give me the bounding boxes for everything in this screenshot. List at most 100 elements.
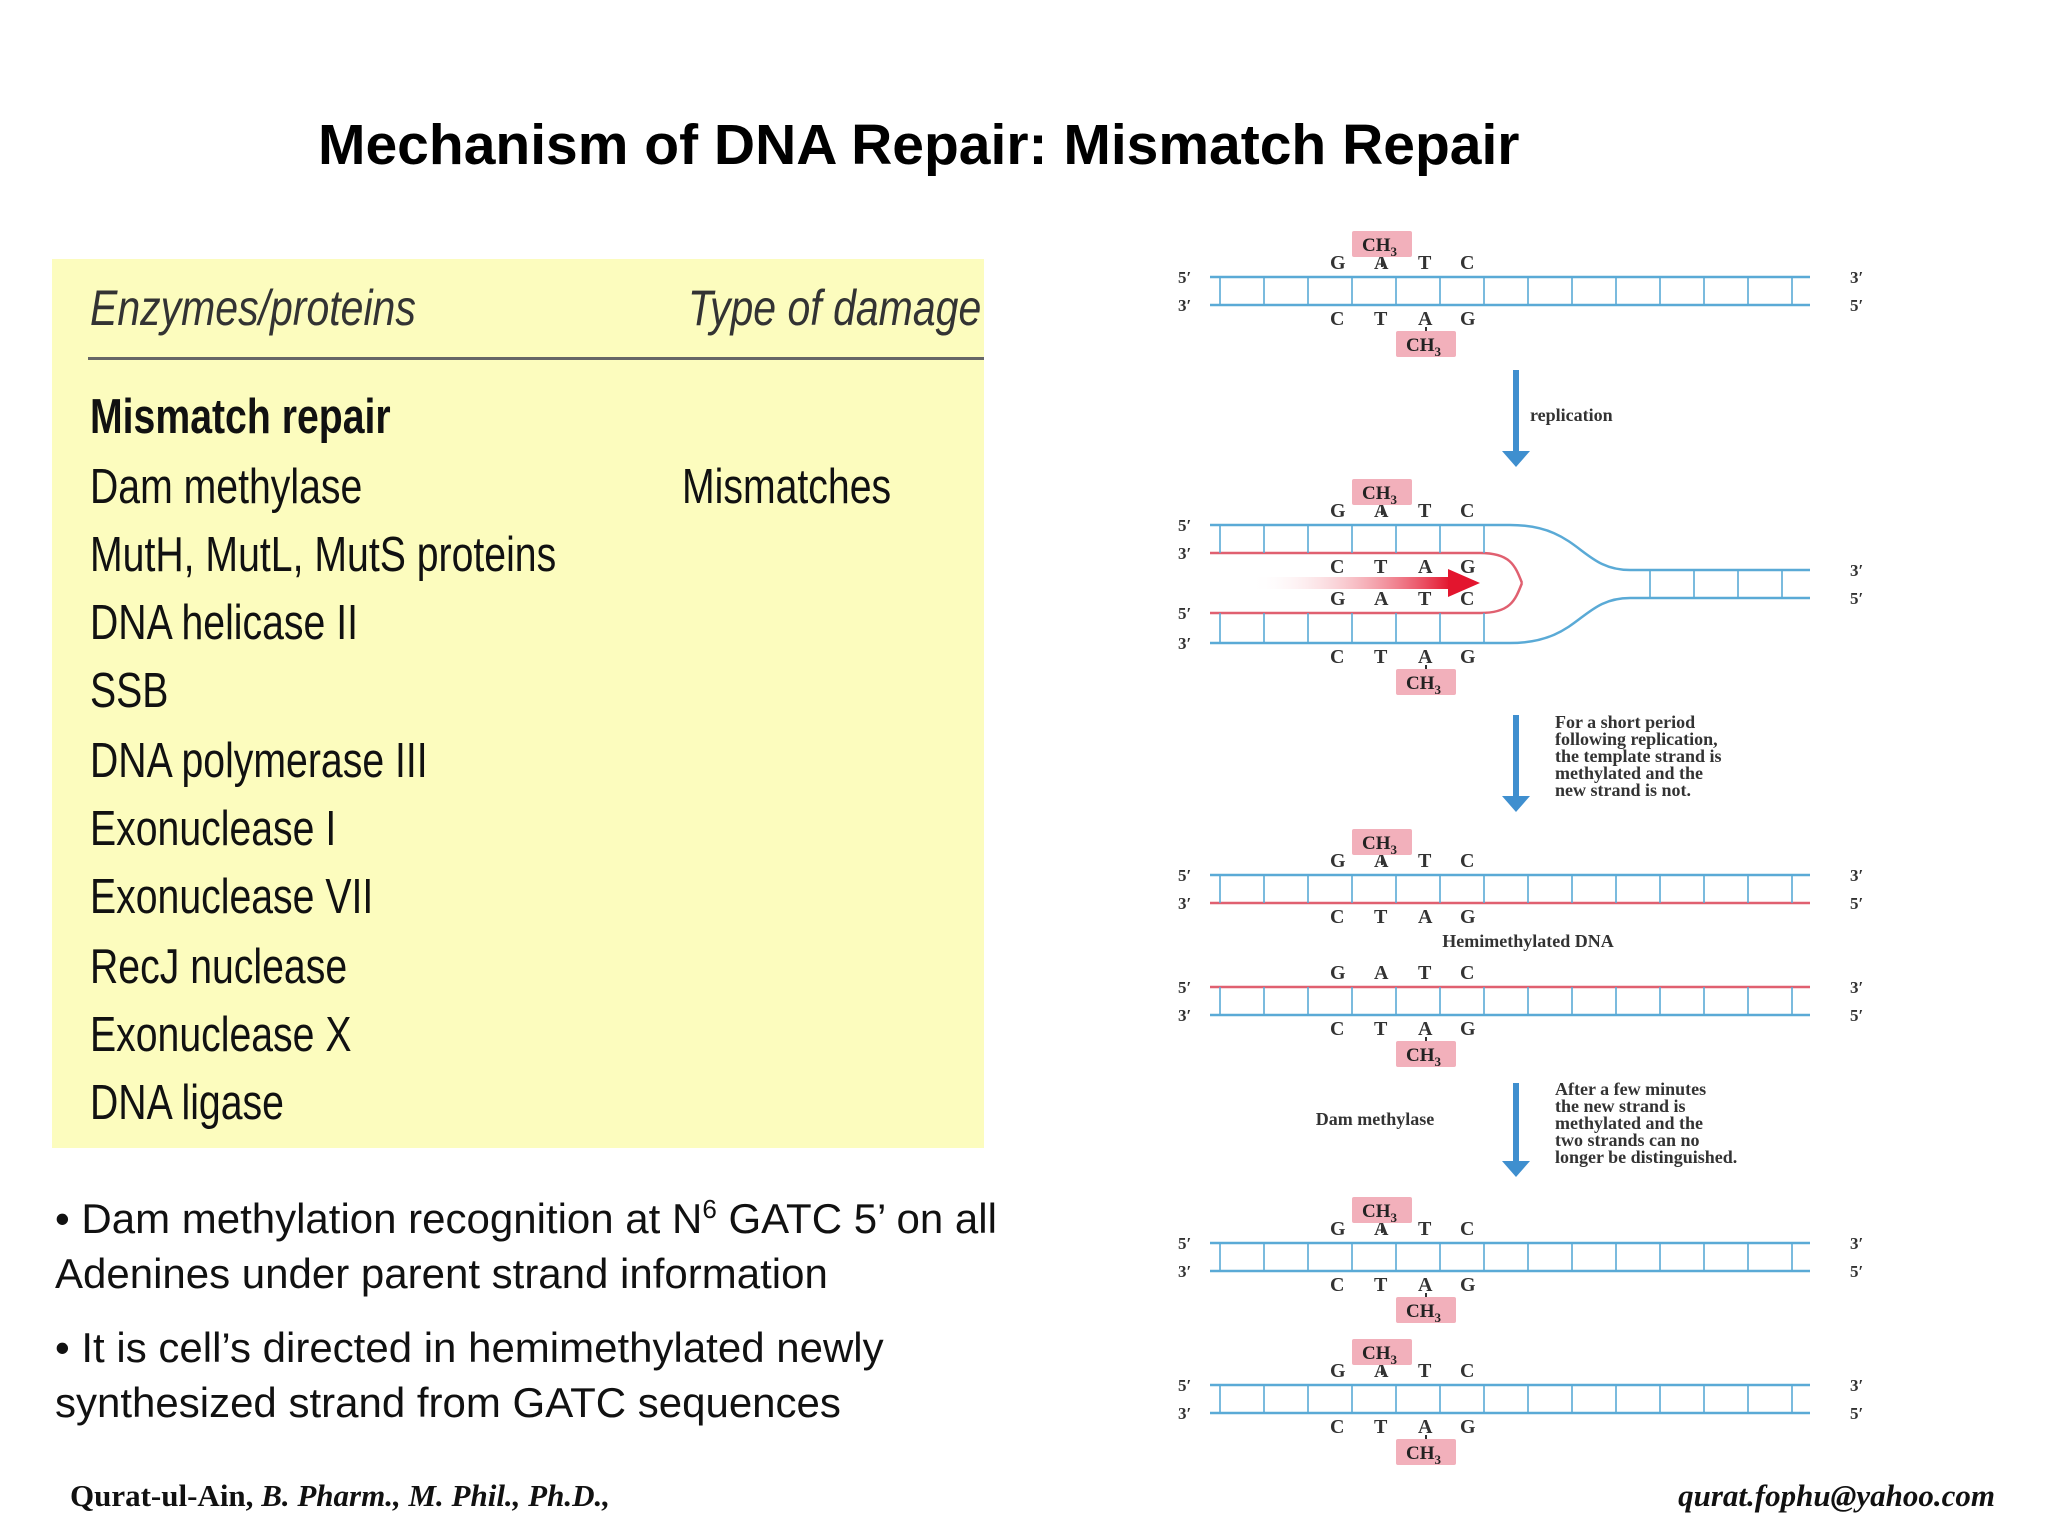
sequence-base: G [1330,1360,1346,1382]
strand-end-label: 5′ [1178,604,1191,623]
sequence-base: C [1460,850,1474,872]
step-note-short-period: methylated and the [1555,763,1703,783]
hemimethylated-label: Hemimethylated DNA [1442,931,1613,951]
polymerase-arrow-head [1448,569,1480,597]
strand-end-label: 5′ [1178,516,1191,535]
sequence-base: C [1460,1360,1474,1382]
strand-end-label: 5′ [1850,1006,1863,1025]
strand-end-label: 5′ [1850,1262,1863,1281]
sequence-base: G [1460,1274,1476,1296]
sequence-base: G [1460,906,1476,928]
sequence-base: G [1330,500,1346,522]
sequence-base: G [1460,308,1476,330]
mismatch-repair-diagram: 5′3′3′5′GATCCTAGCH3CH3replication5′3′5′3… [1178,231,1863,1465]
sequence-base: T [1374,308,1388,330]
step-note-short-period: the template strand is [1555,746,1721,766]
page-title: Mechanism of DNA Repair: Mismatch Repair [318,113,1520,177]
bullet-hemimethylated: • It is cell’s directed in hemimethylate… [55,1324,884,1426]
sequence-base: T [1418,1360,1432,1382]
methyl-group-label: CH3 [1406,1443,1442,1465]
methyl-box [1352,829,1412,855]
sequence-base: C [1460,252,1474,274]
sequence-base: A [1418,556,1433,578]
table-row: Exonuclease VII [90,870,374,924]
sequence-base: A [1374,962,1389,984]
column-header-enzymes: Enzymes/proteins [90,280,416,336]
strand-end-label: 5′ [1850,589,1863,608]
step-note-after-minutes: longer be distinguished. [1555,1147,1737,1167]
sequence-base: T [1418,252,1432,274]
hemimethylation-arrow-head [1502,796,1530,812]
sequence-base: T [1374,646,1388,668]
sequence-base: C [1330,1018,1344,1040]
methyl-box [1396,331,1456,357]
sequence-base: T [1374,906,1388,928]
sequence-base: T [1418,850,1432,872]
column-header-damage: Type of damage [688,280,982,336]
sequence-base: G [1330,850,1346,872]
footer-author: Qurat-ul-Ain, B. Pharm., M. Phil., Ph.D.… [70,1478,610,1513]
strand-end-label: 3′ [1850,866,1863,885]
strand-end-label: 5′ [1178,268,1191,287]
table-row: Dam methylase [90,460,363,514]
sequence-base: C [1460,1218,1474,1240]
strand-end-label: 3′ [1850,1376,1863,1395]
methyl-box [1396,669,1456,695]
sequence-base: C [1330,646,1344,668]
sequence-base: T [1418,962,1432,984]
strand-end-label: 3′ [1850,978,1863,997]
new-strand-tip [1479,582,1524,615]
sequence-base: C [1330,906,1344,928]
strand-end-label: 3′ [1178,1404,1191,1423]
sequence-base: G [1460,1416,1476,1438]
dam-methylation-arrow-head [1502,1161,1530,1177]
table-row: DNA helicase II [90,596,358,650]
sequence-base: A [1418,646,1433,668]
strand-end-label: 3′ [1178,634,1191,653]
strand-end-label: 5′ [1178,1234,1191,1253]
sequence-base: T [1374,556,1388,578]
methyl-box [1352,479,1412,505]
sequence-base: G [1330,1218,1346,1240]
damage-type-value: Mismatches [682,460,892,514]
new-strand-tip [1479,551,1524,584]
sequence-base: T [1418,588,1432,610]
strand-end-label: 3′ [1178,544,1191,563]
sequence-base: T [1418,500,1432,522]
step-note-short-period: following replication, [1555,729,1718,749]
sequence-base: C [1460,962,1474,984]
table-row: DNA ligase [90,1076,284,1130]
strand-end-label: 5′ [1850,1404,1863,1423]
strand-end-label: 5′ [1178,866,1191,885]
table-row: Exonuclease I [90,802,337,856]
step-note-short-period: new strand is not. [1555,780,1691,800]
replication-arrow-head [1502,451,1530,467]
methyl-box [1396,1439,1456,1465]
sequence-base: G [1460,1018,1476,1040]
fork-branch [1509,596,1631,645]
sequence-base: A [1418,906,1433,928]
sequence-base: A [1374,588,1389,610]
table-row: SSB [90,664,169,718]
strand-end-label: 3′ [1178,296,1191,315]
sequence-base: C [1330,1416,1344,1438]
dam-methylase-label: Dam methylase [1316,1109,1434,1129]
step-note-after-minutes: the new strand is [1555,1096,1686,1116]
methyl-box [1396,1297,1456,1323]
sequence-base: G [1460,646,1476,668]
strand-end-label: 3′ [1850,268,1863,287]
strand-end-label: 3′ [1850,561,1863,580]
replication-label: replication [1530,405,1613,425]
sequence-base: T [1374,1018,1388,1040]
bullet-dam-methylation: • Dam methylation recognition at N6 GATC… [55,1194,997,1297]
step-note-after-minutes: After a few minutes [1555,1079,1706,1099]
polymerase-arrow [1250,577,1450,589]
sequence-base: A [1418,1416,1433,1438]
sequence-base: C [1330,308,1344,330]
table-section-heading: Mismatch repair [90,390,391,444]
methyl-box [1352,1197,1412,1223]
strand-end-label: 3′ [1178,1006,1191,1025]
sequence-base: T [1374,1416,1388,1438]
sequence-base: G [1460,556,1476,578]
strand-end-label: 5′ [1178,978,1191,997]
